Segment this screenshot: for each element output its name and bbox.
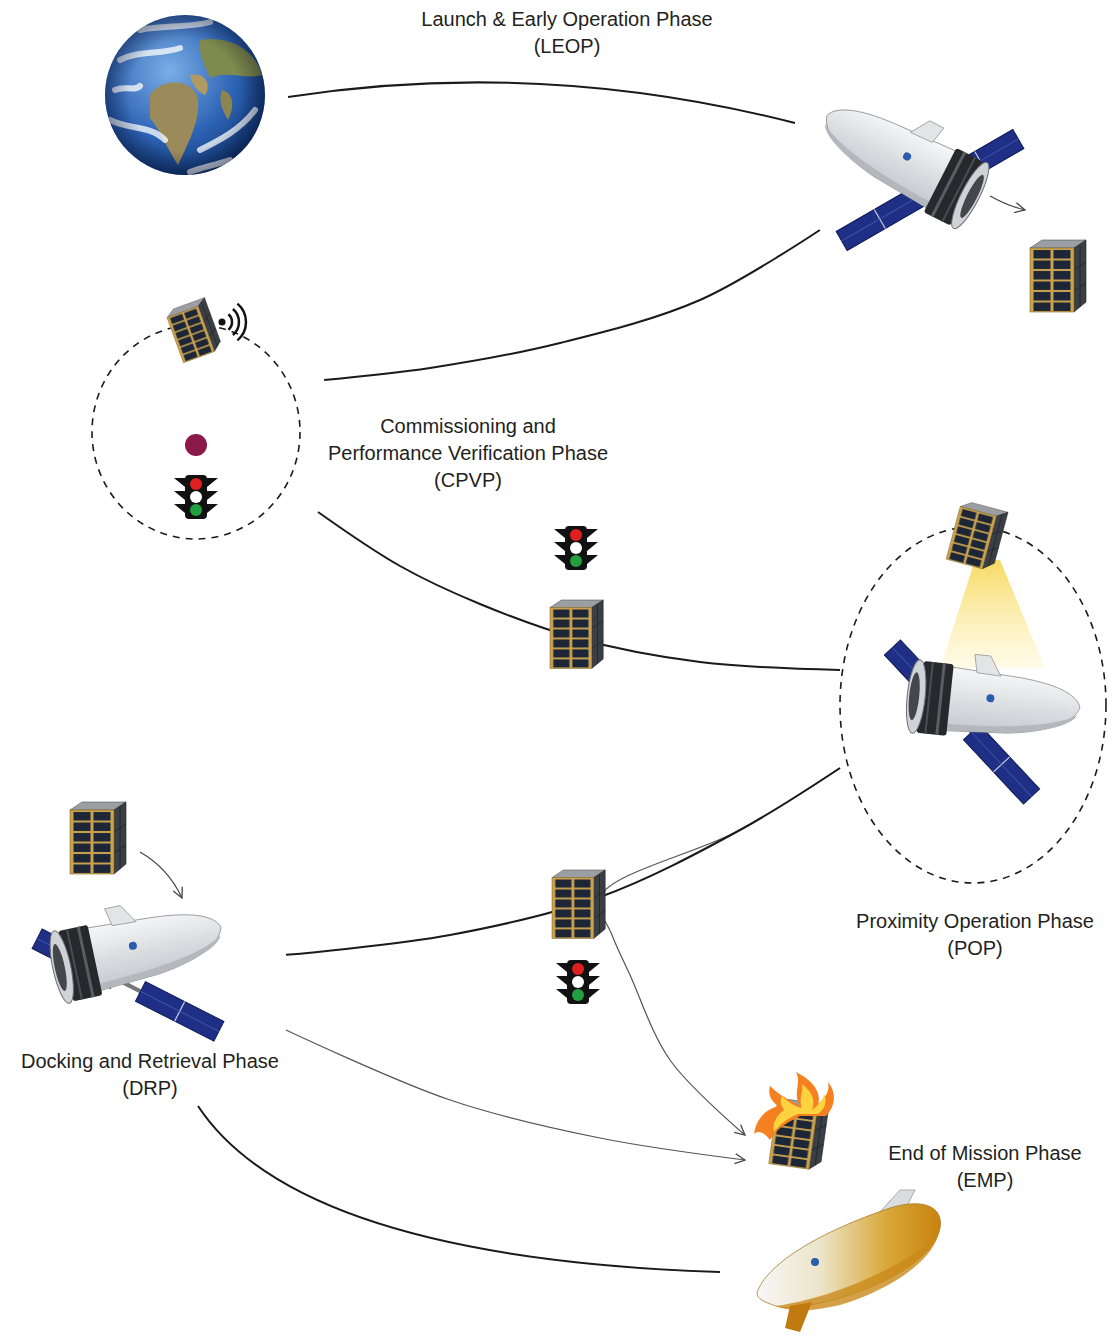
docking-arrow — [140, 852, 182, 898]
orbit-dashed-ellipse — [840, 527, 1106, 883]
earth-surface-part — [220, 90, 232, 120]
orbit-dashed-circle — [92, 325, 300, 539]
signal-waves — [228, 304, 246, 341]
phase-label: Proximity Operation Phase (POP) — [855, 908, 1096, 962]
phase-label: End of Mission Phase (EMP) — [887, 1140, 1084, 1194]
cubesat — [1030, 240, 1086, 312]
cubesat — [70, 802, 126, 874]
earth-disc — [105, 15, 265, 175]
status-dot — [185, 434, 207, 456]
solar-panel — [836, 129, 1024, 250]
earth-surface-part — [190, 75, 208, 95]
phase-trajectory — [324, 230, 820, 380]
earth-surface — [110, 22, 262, 172]
reentry-vehicle-part — [811, 1258, 819, 1266]
earth-surface-part — [110, 22, 255, 172]
phase-trajectory — [286, 768, 840, 955]
phase-label: Launch & Early Operation Phase (LEOP) — [420, 6, 715, 60]
spacecraft — [43, 886, 230, 1005]
reentry-trajectory — [198, 1106, 720, 1272]
signal-waves-part — [233, 309, 239, 335]
leop-spacecraft — [807, 78, 1023, 250]
launch-trajectory — [288, 82, 795, 123]
earth-surface-part — [150, 83, 198, 165]
phase-label: Commissioning and Performance Verificati… — [326, 413, 610, 494]
spacecraft — [807, 78, 1000, 232]
pop-spacecraft — [884, 640, 1084, 804]
phase-region: Commissioning and Performance Verificati… — [318, 380, 624, 545]
transfer-arrow — [286, 1030, 745, 1160]
earth-surface-part-part — [140, 22, 210, 30]
burning-cubesat — [769, 1098, 829, 1171]
cubesat — [550, 600, 603, 668]
reentry-vehicle-part — [880, 1190, 915, 1212]
cubesat — [552, 870, 605, 938]
spacecraft — [903, 648, 1084, 751]
cubesat — [946, 500, 1008, 571]
flames — [754, 1072, 834, 1140]
reentry-vehicle-part — [785, 1302, 812, 1332]
phase-region: Launch & Early Operation Phase (LEOP) — [410, 4, 1100, 230]
earth-surface-part — [200, 39, 262, 78]
earth-surface-part-part — [115, 86, 140, 90]
flames-part — [773, 1084, 825, 1132]
drp-spacecraft — [32, 886, 230, 1041]
earth-surface-part-part — [120, 48, 180, 60]
phase-region: End of Mission Phase (EMP) — [745, 1072, 1108, 1202]
transfer-arrow — [599, 768, 840, 1135]
earth-shade — [105, 15, 265, 175]
earth-surface-part-part — [190, 160, 230, 172]
reentry-vehicle-part — [757, 1204, 940, 1308]
traffic-light — [556, 960, 600, 1004]
cubesat — [165, 298, 223, 363]
phase-region: Docking and Retrieval Phase (DRP) — [8, 795, 286, 1103]
edge-group — [286, 230, 840, 1160]
phase-region: Proximity Operation Phase (POP) — [840, 500, 1112, 962]
traffic-light — [554, 526, 598, 570]
release-arrow — [990, 196, 1025, 210]
flames-part — [754, 1072, 834, 1140]
signal-waves-part — [228, 314, 232, 329]
antenna-dot — [219, 319, 226, 326]
signal-waves-part — [237, 304, 246, 341]
phase-trajectory — [318, 512, 840, 670]
earth — [105, 15, 265, 175]
solar-panel — [32, 929, 224, 1041]
solar-panel — [884, 640, 1039, 804]
earth-surface-part-part — [110, 120, 165, 140]
phase-label: Docking and Retrieval Phase (DRP) — [20, 1048, 281, 1102]
reentry-vehicle — [757, 1190, 940, 1332]
earth-surface-part-part — [200, 110, 255, 150]
traffic-light — [174, 475, 218, 519]
sensor-light-cone — [940, 560, 1045, 668]
reentry-vehicle-part — [776, 1236, 938, 1310]
